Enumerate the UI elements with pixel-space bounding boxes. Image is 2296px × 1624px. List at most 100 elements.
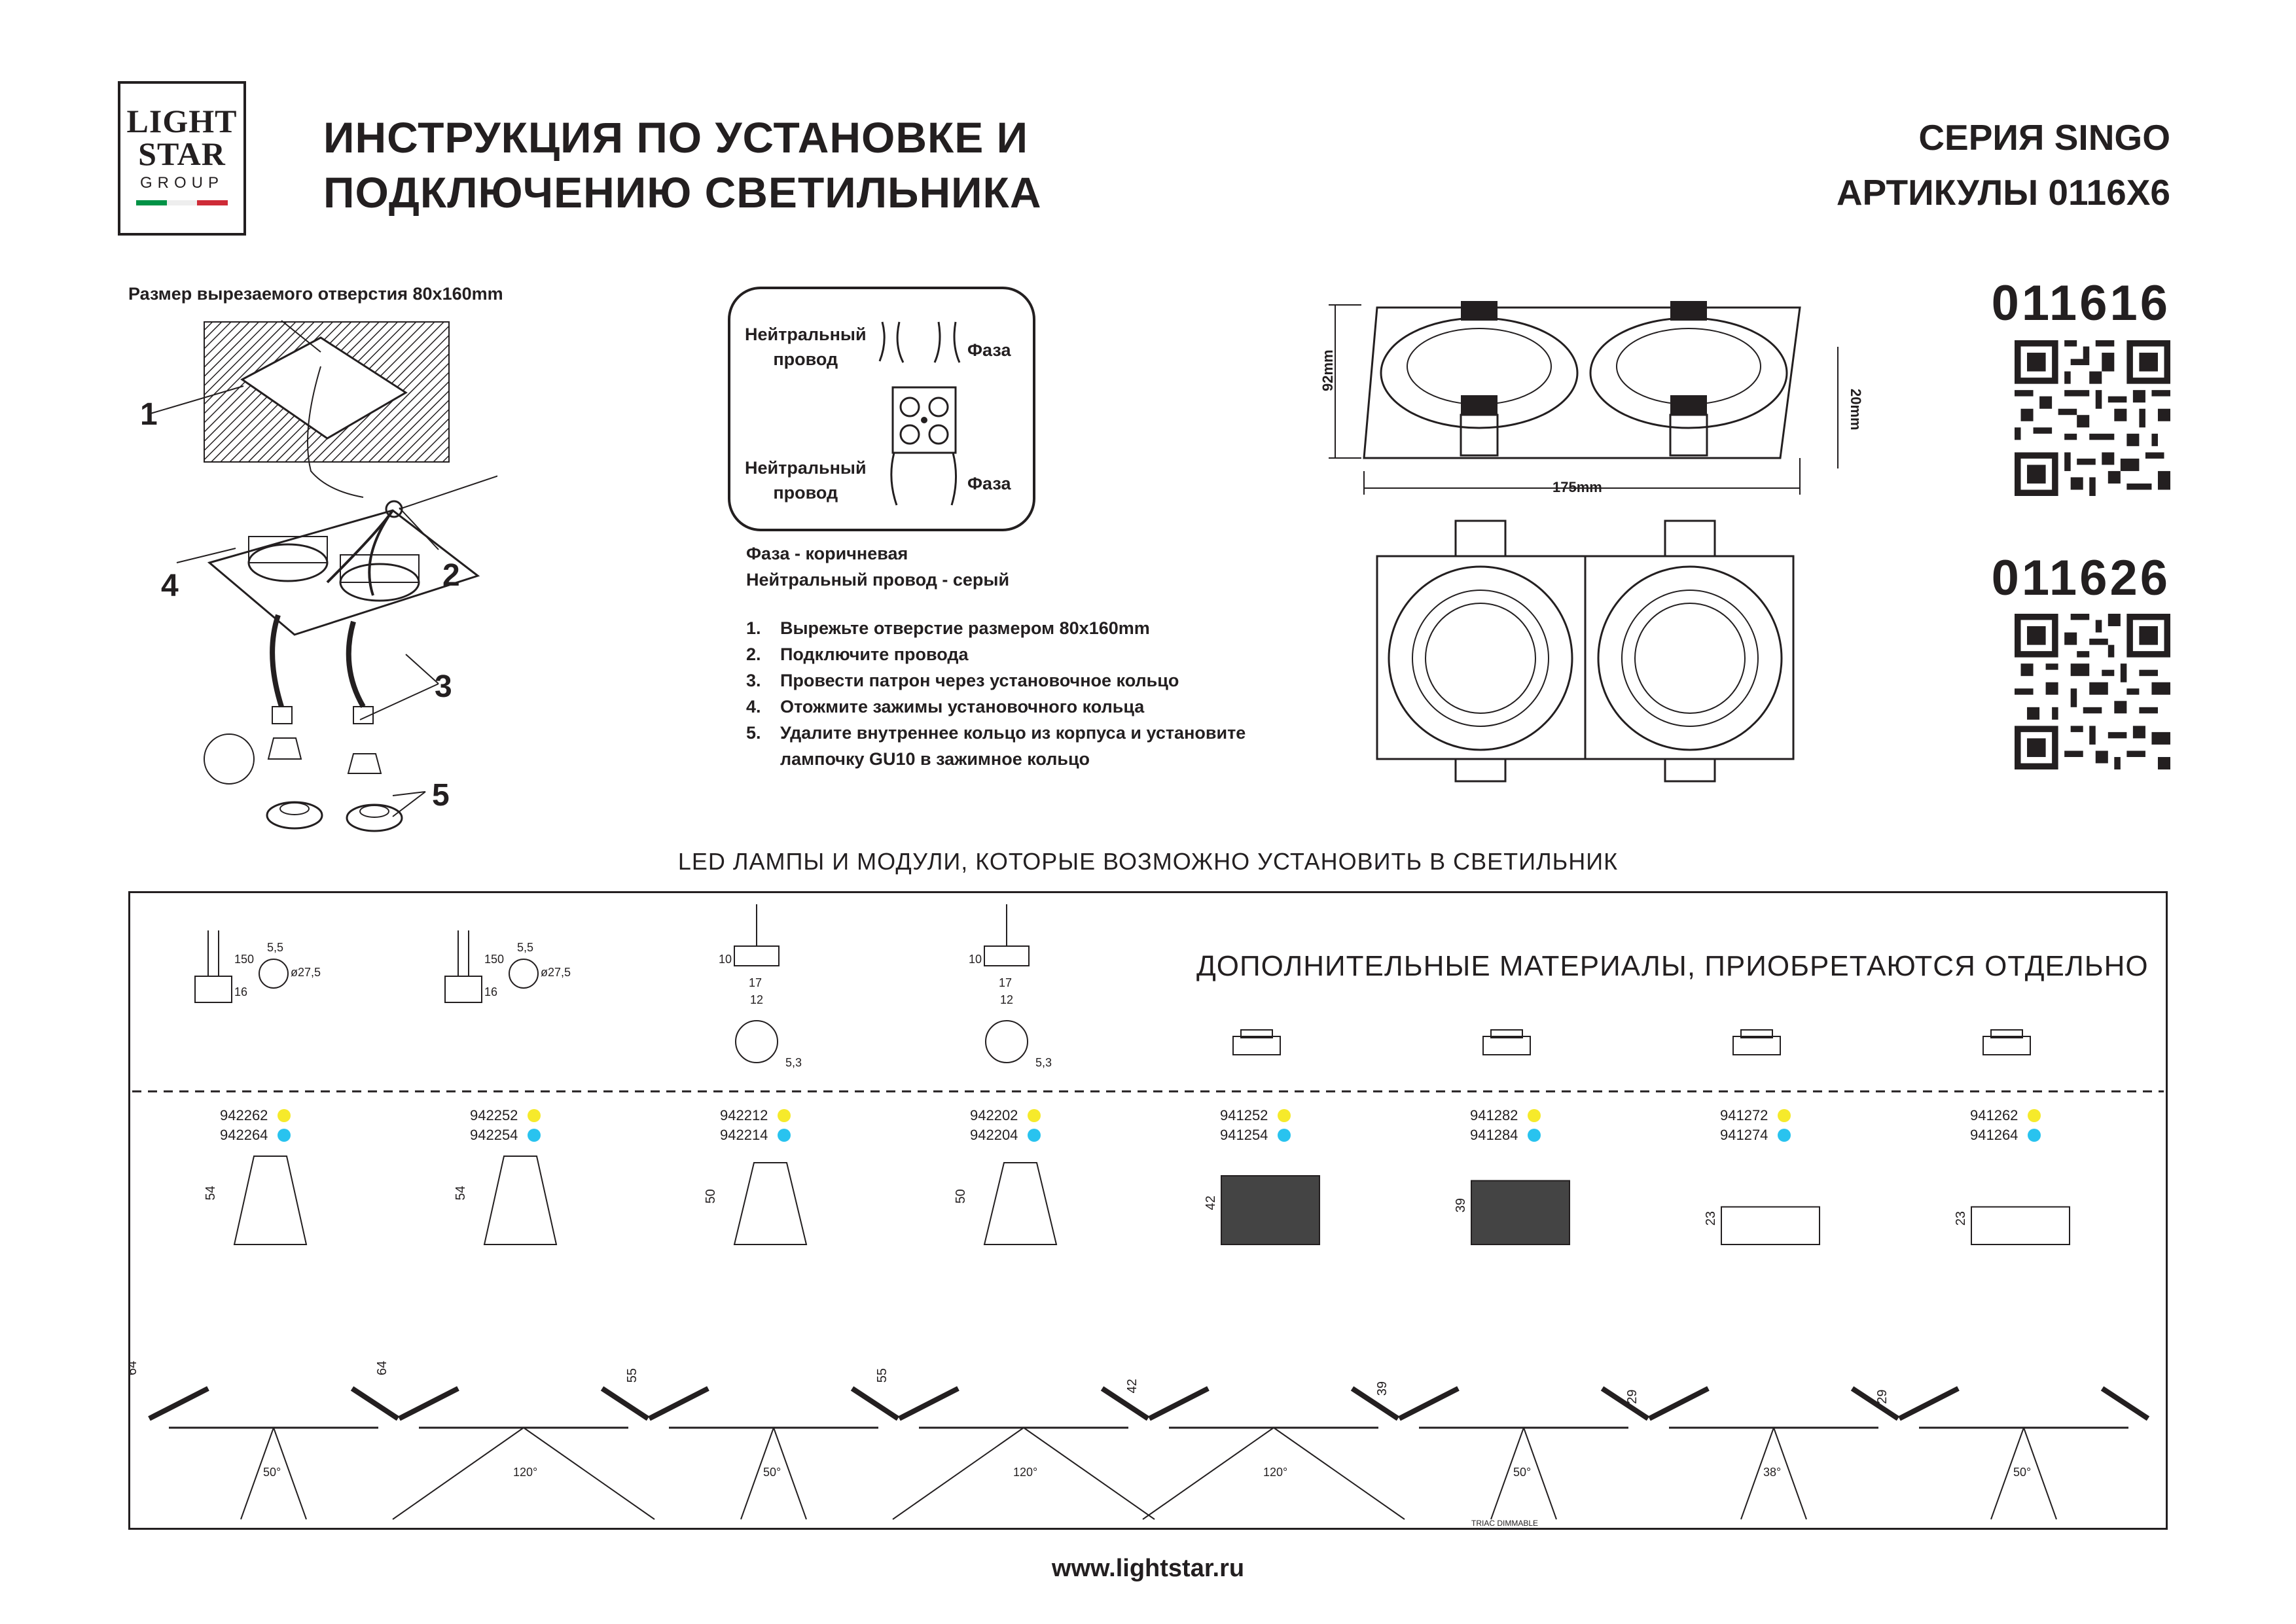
beam-line xyxy=(740,1427,774,1520)
socket-outline xyxy=(444,976,482,1003)
spring-clip xyxy=(1100,1386,1150,1421)
article-number: 941254 xyxy=(1220,1127,1268,1143)
dimmable-note: TRIAC DIMMABLE xyxy=(1471,1519,1538,1528)
article-number: 941262 xyxy=(1970,1107,2018,1123)
list-item: 5.Удалите внутреннее кольцо из корпуса и… xyxy=(746,723,1246,743)
dimension-label: 150 xyxy=(234,953,254,966)
height-label: 54 xyxy=(454,1186,468,1200)
dimension-label: 16 xyxy=(484,985,497,998)
socket-outline xyxy=(194,976,232,1003)
beam-line xyxy=(1142,1427,1274,1520)
series-header: СЕРИЯ SINGO АРТИКУЛЫ 0116X6 xyxy=(1837,110,2170,220)
beam-line xyxy=(240,1427,274,1520)
cool-white-dot xyxy=(778,1129,791,1142)
dimension-label: 5,5 xyxy=(517,941,533,954)
cool-white-dot xyxy=(2028,1129,2041,1142)
dimension-label: 150 xyxy=(484,953,504,966)
dimension-label: ø27,5 xyxy=(541,966,571,979)
beam-line xyxy=(892,1427,1024,1520)
lamp-profile xyxy=(233,1156,308,1245)
dimension-label: 12 xyxy=(1000,993,1013,1006)
depth-dimension: 20mm xyxy=(1848,389,1864,431)
beam-line xyxy=(1023,1427,1155,1520)
beam-angle-label: 50° xyxy=(2013,1466,2031,1479)
sku-label: 011626 xyxy=(1991,550,2170,606)
spring-clip xyxy=(350,1386,400,1421)
height-label: 50 xyxy=(954,1189,968,1203)
page-title: ИНСТРУКЦИЯ ПО УСТАНОВКЕ И ПОДКЛЮЧЕНИЮ СВ… xyxy=(323,113,1042,217)
connector-block-icon xyxy=(1990,1029,2023,1038)
cool-white-dot xyxy=(1278,1129,1291,1142)
extra-materials-heading: ДОПОЛНИТЕЛЬНЫЕ МАТЕРИАЛЫ, ПРИОБРЕТАЮТСЯ … xyxy=(1196,950,2149,982)
step-number: 5 xyxy=(432,778,450,813)
beam-line xyxy=(1490,1427,1524,1520)
list-item: 3.Провести патрон через установочное кол… xyxy=(746,671,1179,690)
connector-block-icon xyxy=(1240,1029,1273,1038)
connector-block-icon xyxy=(1490,1029,1523,1038)
step-number: 1 xyxy=(140,397,158,432)
install-height-label: 29 xyxy=(1875,1390,1890,1404)
spring-clip xyxy=(1148,1386,1210,1421)
beam-line xyxy=(1990,1427,2024,1520)
article-number: 941274 xyxy=(1720,1127,1768,1143)
install-height-label: 39 xyxy=(1375,1381,1390,1396)
list-item: 2.Подключите провода xyxy=(746,644,969,664)
italian-flag-icon xyxy=(136,200,228,205)
install-height-label: 55 xyxy=(625,1368,639,1383)
warm-white-dot xyxy=(1778,1109,1791,1122)
article-range: АРТИКУЛЫ 0116X6 xyxy=(1836,172,2170,213)
warm-white-dot xyxy=(278,1109,291,1122)
spring-clip xyxy=(850,1386,900,1421)
qr-code-icon xyxy=(2015,340,2170,496)
beam-line xyxy=(392,1427,524,1520)
connector-block-icon xyxy=(1982,1036,2031,1055)
cool-white-dot xyxy=(1028,1129,1041,1142)
spring-clip xyxy=(1898,1386,1960,1421)
height-label: 54 xyxy=(204,1186,218,1200)
install-height-label: 64 xyxy=(375,1361,389,1375)
article-number: 942252 xyxy=(470,1107,518,1123)
lamp-profile xyxy=(483,1156,558,1245)
phase-wire-label: Фаза xyxy=(967,474,1011,493)
article-number: 942204 xyxy=(970,1127,1018,1143)
phase-wire-label: Фаза xyxy=(967,340,1011,360)
connector-block-icon xyxy=(1232,1036,1281,1055)
install-height-label: 64 xyxy=(128,1361,139,1375)
wire-color-legend: Фаза - коричневая Нейтральный провод - с… xyxy=(746,544,1010,590)
lamp-profile xyxy=(733,1162,808,1245)
beam-line xyxy=(773,1427,807,1520)
height-label: 39 xyxy=(1454,1198,1468,1212)
lightstar-logo: LIGHT STAR GROUP xyxy=(118,81,246,236)
cutout-size-label: Размер вырезаемого отверстия 80x160mm xyxy=(128,284,503,304)
socket-outline xyxy=(984,945,1030,966)
beam-angle-label: 120° xyxy=(1263,1466,1287,1479)
beam-line xyxy=(2023,1427,2057,1520)
beam-angle-label: 120° xyxy=(1013,1466,1037,1479)
dimension-label: 12 xyxy=(750,993,763,1006)
warm-white-dot xyxy=(528,1109,541,1122)
socket-outline xyxy=(734,945,780,966)
article-number: 941282 xyxy=(1470,1107,1518,1123)
led-module-profile xyxy=(1471,1180,1570,1245)
beam-angle-label: 50° xyxy=(763,1466,781,1479)
beam-line xyxy=(273,1427,307,1520)
list-item: 4.Отожмите зажимы установочного кольца xyxy=(746,697,1145,716)
spring-clip xyxy=(1350,1386,1400,1421)
article-number: 941252 xyxy=(1220,1107,1268,1123)
article-number: 941272 xyxy=(1720,1107,1768,1123)
lamp-drawings: 942262942264150165,5ø27,5546450°94225294… xyxy=(128,904,2164,1528)
list-item: 1.Вырежьте отверстие размером 80x160mm xyxy=(746,618,1150,638)
spring-clip xyxy=(398,1386,459,1421)
spring-clip xyxy=(600,1386,650,1421)
install-height-label: 42 xyxy=(1125,1379,1139,1393)
cool-white-dot xyxy=(1528,1129,1541,1142)
compatible-lamps-heading: LED ЛАМПЫ И МОДУЛИ, КОТОРЫЕ ВОЗМОЖНО УСТ… xyxy=(677,848,1619,875)
led-module-profile xyxy=(1971,1206,2070,1245)
installation-illustration xyxy=(150,320,497,832)
spring-clip xyxy=(1648,1386,1710,1421)
height-label: 23 xyxy=(1954,1211,1968,1226)
beam-line xyxy=(1523,1427,1557,1520)
product-dimension-drawing xyxy=(1329,301,1839,783)
